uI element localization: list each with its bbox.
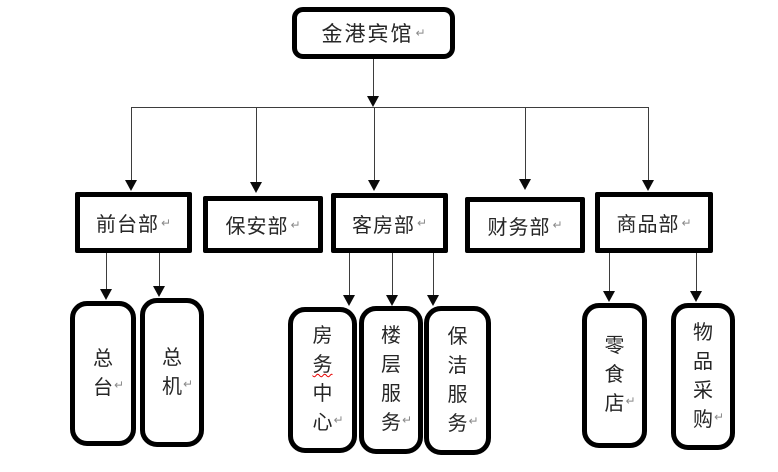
node-label-char: 品 bbox=[693, 350, 713, 373]
node-label-char: 务 bbox=[312, 354, 333, 376]
paragraph-mark: ↵ bbox=[160, 215, 172, 230]
node-label: 前台部 bbox=[95, 214, 159, 236]
org-node-goods-purchasing[interactable]: 物品采购↵ bbox=[671, 303, 735, 450]
arrowhead-down-icon bbox=[250, 182, 262, 193]
node-label: 保安部 bbox=[225, 216, 289, 238]
connector-root-stem bbox=[373, 58, 374, 96]
arrowhead-down-icon bbox=[603, 291, 615, 302]
connector-to-front-office bbox=[131, 108, 132, 180]
connector-to-housekeeping bbox=[374, 108, 375, 180]
arrowhead-down-icon bbox=[519, 179, 531, 190]
node-label: 商品部 bbox=[616, 214, 680, 236]
paragraph-mark: ↵ bbox=[402, 413, 413, 427]
paragraph-mark: ↵ bbox=[714, 409, 725, 424]
arrowhead-down-icon bbox=[125, 180, 137, 191]
connector-to-finance bbox=[525, 108, 526, 179]
node-label-char: 台↵ bbox=[75, 374, 131, 403]
node-label-char: 中 bbox=[312, 383, 333, 405]
arrowhead-down-icon bbox=[386, 295, 398, 306]
arrowhead-down-icon bbox=[153, 286, 165, 297]
paragraph-mark: ↵ bbox=[552, 218, 563, 232]
node-label-char: 房 bbox=[312, 325, 333, 347]
node-label-char: 店↵ bbox=[587, 390, 642, 419]
node-label-char: 洁 bbox=[447, 354, 468, 377]
node-label-char: 服 bbox=[447, 383, 468, 406]
node-label-char: 物 bbox=[693, 321, 713, 344]
org-node-front-office-dept[interactable]: 前台部↵ bbox=[75, 192, 192, 253]
connector-departments-bus bbox=[131, 107, 649, 108]
paragraph-mark: ↵ bbox=[416, 216, 428, 230]
paragraph-mark: ↵ bbox=[468, 413, 479, 428]
node-label-char: 层 bbox=[381, 354, 401, 376]
node-label: 客房部 bbox=[351, 214, 415, 237]
node-label-char: 采 bbox=[693, 379, 713, 402]
node-label: 金港宾馆 bbox=[321, 22, 414, 46]
arrowhead-down-icon bbox=[368, 180, 380, 191]
arrowhead-down-icon bbox=[100, 289, 112, 300]
connector-to-snack-shop bbox=[609, 252, 610, 291]
connector-to-switchboard bbox=[159, 253, 160, 286]
node-label-char: 务↵ bbox=[364, 409, 418, 438]
org-node-housekeeping-dept[interactable]: 客房部↵ bbox=[331, 193, 448, 253]
org-node-room-service-center[interactable]: 房务中心↵ bbox=[288, 307, 357, 453]
paragraph-mark: ↵ bbox=[114, 377, 125, 392]
paragraph-mark: ↵ bbox=[183, 376, 194, 391]
node-label-char: 食 bbox=[604, 364, 625, 386]
connector-to-goods-purchasing bbox=[696, 252, 697, 291]
paragraph-mark: ↵ bbox=[681, 215, 692, 230]
connector-to-front-desk bbox=[106, 253, 107, 289]
paragraph-mark: ↵ bbox=[415, 26, 426, 40]
org-node-security-dept[interactable]: 保安部↵ bbox=[203, 196, 323, 253]
node-label-char: 保 bbox=[447, 325, 468, 348]
connector-to-commodity bbox=[648, 108, 649, 180]
node-label-char: 零 bbox=[604, 335, 625, 357]
arrowhead-down-icon bbox=[367, 96, 379, 107]
org-node-cleaning-service[interactable]: 保洁服务↵ bbox=[424, 306, 491, 455]
node-label-char: 楼 bbox=[381, 325, 401, 347]
node-label-char: 机↵ bbox=[145, 373, 199, 402]
node-label-char: 购↵ bbox=[676, 406, 730, 435]
org-node-commodity-dept[interactable]: 商品部↵ bbox=[595, 192, 713, 253]
arrowhead-down-icon bbox=[343, 295, 355, 306]
arrowhead-down-icon bbox=[642, 180, 654, 191]
arrowhead-down-icon bbox=[690, 291, 702, 302]
node-label-char: 总 bbox=[93, 347, 113, 370]
node-label-char: 总 bbox=[162, 346, 182, 369]
paragraph-mark: ↵ bbox=[625, 394, 636, 408]
node-label-char: 心↵ bbox=[293, 409, 352, 438]
org-node-snack-shop[interactable]: 零食店↵ bbox=[582, 303, 647, 448]
org-node-front-desk[interactable]: 总台↵ bbox=[70, 301, 136, 446]
connector-to-security bbox=[256, 108, 257, 182]
node-label: 财务部 bbox=[487, 216, 551, 239]
org-node-floor-service[interactable]: 楼层服务↵ bbox=[359, 306, 423, 454]
connector-to-room-service-center bbox=[349, 253, 350, 295]
paragraph-mark: ↵ bbox=[290, 217, 301, 232]
node-label-char: 服 bbox=[381, 383, 401, 405]
connector-to-floor-service bbox=[392, 253, 393, 295]
org-node-hotel-root[interactable]: 金港宾馆↵ bbox=[292, 7, 455, 59]
connector-to-cleaning-service bbox=[433, 253, 434, 295]
paragraph-mark: ↵ bbox=[333, 413, 344, 427]
org-node-switchboard[interactable]: 总机↵ bbox=[140, 298, 204, 447]
node-label-char: 务↵ bbox=[429, 410, 486, 439]
arrowhead-down-icon bbox=[427, 295, 439, 306]
org-node-finance-dept[interactable]: 财务部↵ bbox=[465, 197, 585, 253]
